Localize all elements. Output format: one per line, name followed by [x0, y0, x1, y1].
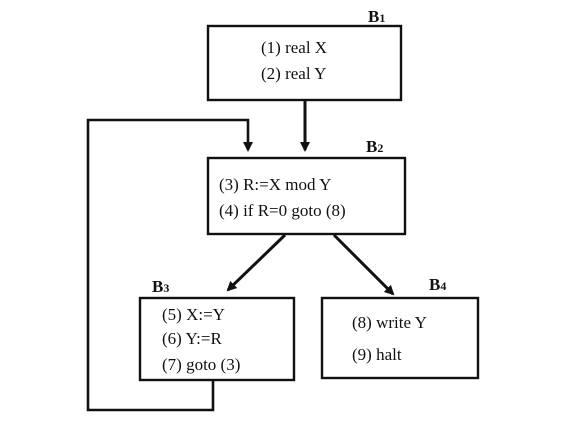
block-b2-label: B2 — [366, 137, 383, 156]
block-b2: B2 (3) R:=X mod Y (4) if R=0 goto (8) — [206, 137, 407, 236]
block-b4-line-2: (9) halt — [352, 345, 402, 364]
block-b3-line-1: (5) X:=Y — [162, 305, 225, 324]
block-b3-line-2: (6) Y:=R — [162, 329, 222, 348]
block-b3-box — [138, 296, 296, 382]
edge-b3-b2-loop — [86, 118, 253, 412]
edge-b2-b4 — [332, 233, 395, 296]
block-b1-label: B1 — [368, 7, 385, 26]
block-b2-line-2: (4) if R=0 goto (8) — [219, 201, 346, 220]
block-b2-box — [206, 156, 407, 236]
block-b3-line-3: (7) goto (3) — [162, 355, 240, 374]
block-b4-line-1: (8) write Y — [352, 313, 427, 332]
block-b4-box — [320, 296, 480, 380]
block-b1-line-2: (2) real Y — [261, 64, 326, 83]
edge-b2-b3 — [226, 233, 287, 292]
block-b2-line-1: (3) R:=X mod Y — [219, 175, 331, 194]
block-b1-line-1: (1) real X — [261, 38, 327, 57]
block-b4: B4 (8) write Y (9) halt — [320, 275, 480, 380]
block-b1: B1 (1) real X (2) real Y — [206, 7, 403, 102]
block-b1-box — [206, 24, 403, 102]
block-b3-label: B3 — [152, 277, 169, 296]
block-b3: B3 (5) X:=Y (6) Y:=R (7) goto (3) — [138, 277, 296, 382]
block-b4-label: B4 — [429, 275, 446, 294]
